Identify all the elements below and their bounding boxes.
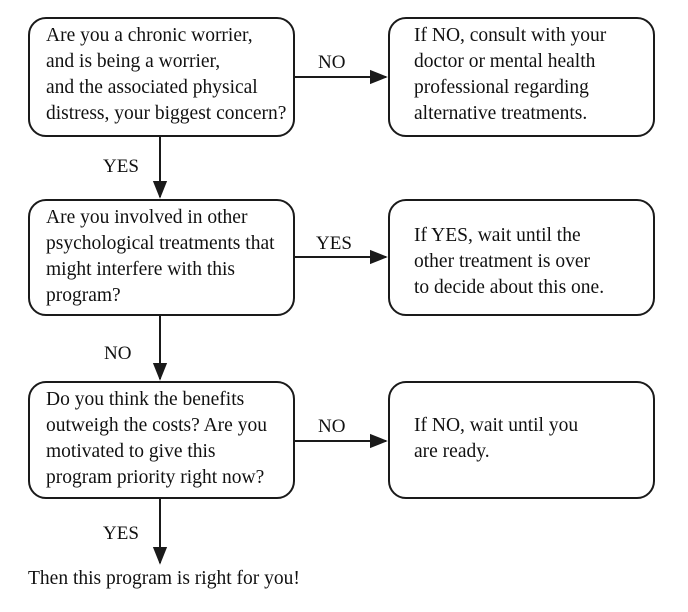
- question-line: might interfere with this: [46, 259, 236, 280]
- question-line: distress, your biggest concern?: [46, 103, 287, 124]
- question-box-benefits-costs: Do you think the benefits outweigh the c…: [28, 381, 295, 499]
- outcome-line: If NO, wait until you: [414, 415, 579, 436]
- final-conclusion-text: Then this program is right for you!: [28, 568, 300, 589]
- question-box-other-treatments: Are you involved in other psychological …: [28, 199, 295, 316]
- question-line: psychological treatments that: [46, 233, 275, 254]
- outcome-line: are ready.: [414, 441, 490, 462]
- outcome-line: other treatment is over: [414, 251, 590, 272]
- question-line: outweigh the costs? Are you: [46, 415, 267, 436]
- outcome-box-wait-ready: If NO, wait until you are ready.: [388, 381, 655, 499]
- question-line: program priority right now?: [46, 467, 265, 488]
- branch-label-q1-no: NO: [318, 52, 346, 73]
- outcome-line: If NO, consult with your: [414, 25, 607, 46]
- question-line: program?: [46, 285, 121, 306]
- question-line: Are you involved in other: [46, 207, 248, 228]
- branch-label-q3-yes: YES: [103, 523, 139, 544]
- question-line: and is being a worrier,: [46, 51, 221, 72]
- question-box-chronic-worrier: Are you a chronic worrier, and is being …: [28, 17, 295, 137]
- question-line: motivated to give this: [46, 441, 216, 462]
- outcome-line: doctor or mental health: [414, 51, 596, 72]
- outcome-box-consult-doctor: If NO, consult with your doctor or menta…: [388, 17, 655, 137]
- outcome-line: to decide about this one.: [414, 277, 605, 298]
- outcome-line: If YES, wait until the: [414, 225, 581, 246]
- question-line: Are you a chronic worrier,: [46, 25, 253, 46]
- question-line: Do you think the benefits: [46, 389, 245, 410]
- question-line: and the associated physical: [46, 77, 258, 98]
- outcome-line: alternative treatments.: [414, 103, 588, 124]
- branch-label-q2-no: NO: [104, 343, 132, 364]
- branch-label-q2-yes: YES: [316, 233, 352, 254]
- outcome-box-wait-treatment: If YES, wait until the other treatment i…: [388, 199, 655, 316]
- outcome-line: professional regarding: [414, 77, 589, 98]
- branch-label-q3-no: NO: [318, 416, 346, 437]
- branch-label-q1-yes: YES: [103, 156, 139, 177]
